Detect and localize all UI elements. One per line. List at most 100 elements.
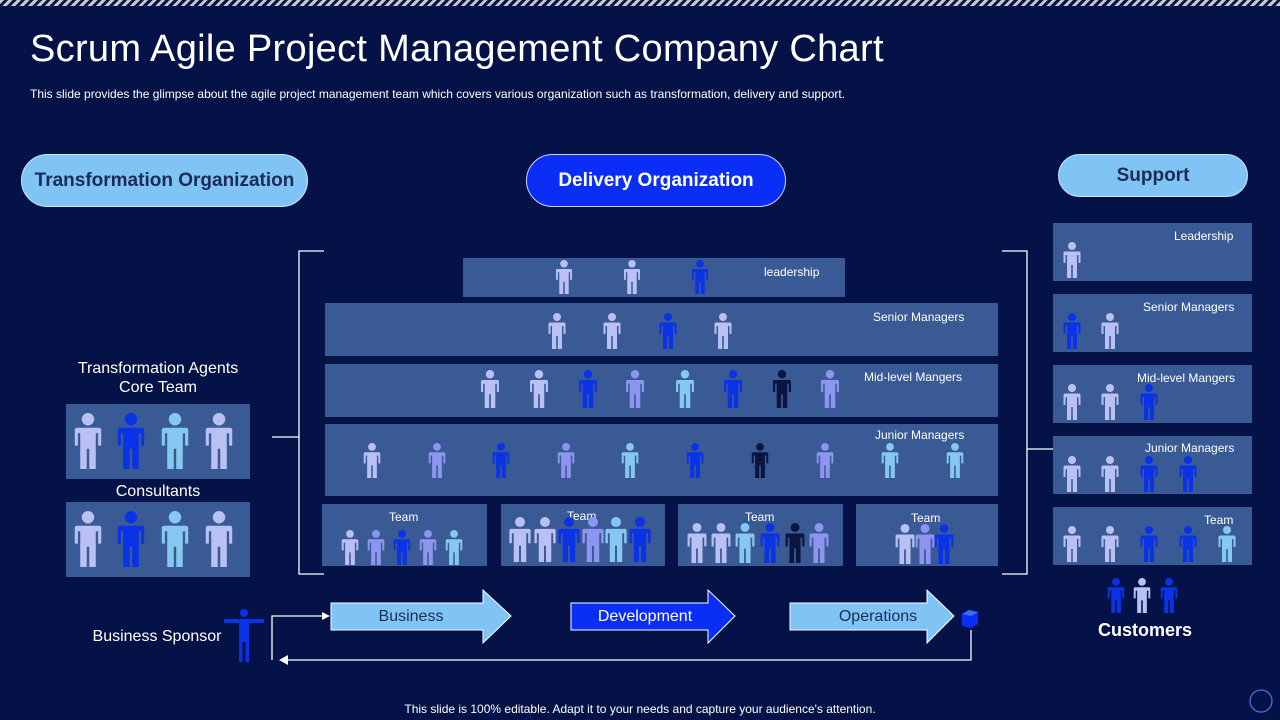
flow-step-operations: Operations: [838, 607, 918, 625]
person-icon: [1101, 384, 1119, 420]
person-icon: [751, 443, 769, 478]
person-icon: [1179, 526, 1197, 562]
person-icon: [117, 413, 145, 469]
delivery-level-label: Senior Managers: [873, 310, 965, 324]
person-icon: [1160, 578, 1178, 613]
slide-title: Scrum Agile Project Management Company C…: [30, 28, 884, 70]
person-icon: [555, 260, 573, 294]
person-icon: [1063, 242, 1081, 278]
person-icon: [735, 523, 755, 563]
delivery-team-label: Team: [389, 510, 419, 524]
person-icon: [809, 523, 829, 563]
person-icon: [1179, 456, 1197, 492]
support-level-label: Team: [1204, 513, 1234, 527]
person-icon: [557, 443, 575, 478]
people-layer: [74, 242, 1236, 662]
person-icon: [481, 370, 499, 408]
person-icon: [605, 517, 627, 562]
person-icon: [934, 524, 954, 564]
delivery-organization-pill: Delivery Organization: [526, 154, 786, 207]
person-icon: [534, 517, 556, 562]
person-icon: [74, 413, 102, 469]
person-icon: [1063, 313, 1081, 349]
person-icon: [711, 523, 731, 563]
person-icon: [895, 524, 915, 564]
support-level-label: Junior Managers: [1145, 441, 1235, 455]
person-icon: [686, 443, 704, 478]
business-sponsor-icon: [224, 609, 264, 662]
person-icon: [117, 511, 145, 567]
slide-subtitle: This slide provides the glimpse about th…: [30, 87, 846, 101]
top-stripe: [0, 0, 1280, 6]
person-icon: [714, 313, 732, 349]
person-icon: [428, 443, 446, 478]
person-icon: [509, 517, 531, 562]
delivery-bracket-left: [272, 250, 324, 575]
person-icon: [1063, 456, 1081, 492]
person-icon: [785, 523, 805, 563]
person-icon: [1063, 384, 1081, 420]
person-icon: [363, 443, 381, 478]
delivery-level-label: Junior Managers: [875, 428, 965, 442]
support-level-label: Mid-level Mangers: [1137, 371, 1236, 385]
delivery-level-label: leadership: [764, 265, 820, 279]
operations-arrow: [789, 588, 955, 645]
person-icon: [881, 443, 899, 478]
person-icon: [724, 370, 742, 408]
consultants-label: Consultants: [115, 483, 201, 500]
person-icon: [1140, 384, 1158, 420]
person-icon: [582, 517, 604, 562]
delivery-level-leadership: [463, 258, 845, 297]
person-icon: [419, 530, 437, 565]
support-level-leadership: [1053, 223, 1252, 281]
cube-icon: [962, 610, 978, 628]
development-arrow: [570, 588, 736, 645]
person-icon: [161, 511, 189, 567]
person-icon: [1218, 526, 1236, 562]
support-level-label: Senior Managers: [1143, 300, 1235, 314]
person-icon: [1133, 578, 1151, 613]
person-icon: [161, 413, 189, 469]
start-arrowhead: [322, 612, 330, 620]
person-icon: [393, 530, 411, 565]
person-icon: [621, 443, 639, 478]
delivery-team-label: Team: [745, 510, 775, 524]
nav-circle-icon: [1249, 689, 1273, 713]
person-icon: [821, 370, 839, 408]
person-icon: [816, 443, 834, 478]
transformation-organization-pill: Transformation Organization: [21, 154, 308, 207]
person-icon: [915, 524, 935, 564]
slide-footer: This slide is 100% editable. Adapt it to…: [404, 702, 876, 716]
person-icon: [1107, 578, 1125, 613]
delivery-team-label: Team: [911, 511, 941, 525]
business-sponsor-label: Business Sponsor: [92, 628, 222, 645]
person-icon: [629, 517, 651, 562]
person-icon: [603, 313, 621, 349]
person-icon: [205, 511, 233, 567]
person-icon: [760, 523, 780, 563]
person-icon: [1063, 526, 1081, 562]
person-icon: [773, 370, 791, 408]
business-arrow: [330, 588, 512, 645]
person-icon: [205, 413, 233, 469]
flow-step-development: Development: [597, 607, 693, 625]
person-icon: [659, 313, 677, 349]
person-icon: [445, 530, 463, 565]
support-level-label: Leadership: [1174, 229, 1234, 243]
person-icon: [1101, 526, 1119, 562]
transformation-agents-label: Transformation Agents Core Team: [77, 360, 239, 396]
delivery-bracket-right: [1002, 250, 1053, 575]
person-icon: [558, 517, 580, 562]
person-icon: [367, 530, 385, 565]
support-level-senior-managers: [1053, 294, 1252, 352]
person-icon: [623, 260, 641, 294]
customers-label: Customers: [1097, 620, 1193, 640]
flow-step-business: Business: [378, 607, 444, 625]
return-arrowhead: [279, 655, 288, 665]
support-pill: Support: [1058, 154, 1248, 197]
person-icon: [1101, 313, 1119, 349]
person-icon: [626, 370, 644, 408]
person-icon: [946, 443, 964, 478]
